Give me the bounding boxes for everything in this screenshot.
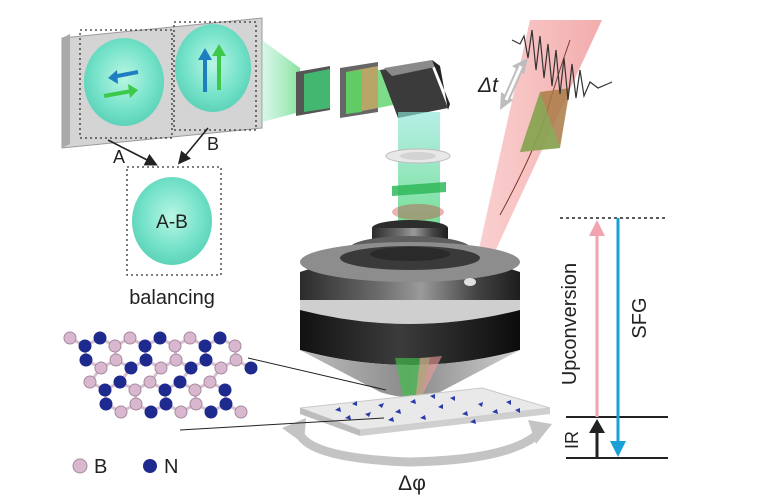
boron-atom	[228, 339, 242, 353]
nitrogen-atom	[99, 397, 113, 411]
nitrogen-atom	[244, 361, 258, 375]
energy-level-diagram	[560, 217, 668, 459]
roi-a-frame	[79, 29, 173, 139]
boron-atom	[188, 383, 202, 397]
leader-line-bottom	[179, 417, 385, 431]
boron-atom	[114, 405, 128, 419]
boron-atom-icon	[72, 458, 88, 474]
balanced-spot	[132, 177, 212, 265]
vertical-beam	[398, 112, 440, 230]
boron-atom	[143, 375, 157, 389]
boron-atom	[129, 397, 143, 411]
sample-plate	[299, 387, 551, 436]
nitrogen-atom	[204, 405, 218, 419]
ir-pulse-waveform	[511, 29, 613, 101]
nitrogen-atom	[159, 397, 173, 411]
sfg-label: SFG	[629, 297, 651, 338]
beam-to-detector	[262, 40, 300, 122]
nitrogen-atom	[138, 339, 152, 353]
boron-atom	[128, 383, 142, 397]
beam-spot-b	[175, 24, 251, 112]
nitrogen-atom-icon	[143, 459, 157, 473]
steering-mirror	[380, 60, 450, 118]
difference-label: A-B	[156, 212, 188, 233]
lens-2	[392, 204, 444, 220]
boron-atom	[189, 397, 203, 411]
sample-flakes	[335, 394, 520, 424]
delay-arrow-icon	[500, 58, 528, 110]
boron-atom	[83, 375, 97, 389]
rotation-arrow-icon	[282, 418, 552, 467]
nitrogen-atom	[199, 353, 213, 367]
ir-label: IR	[562, 431, 582, 449]
filter-plate	[392, 182, 446, 196]
polarizer-prism-2	[340, 62, 378, 118]
nitrogen-atom	[198, 339, 212, 353]
nitrogen-atom	[144, 405, 158, 419]
beam-spot-a	[84, 38, 164, 126]
horizontal-polarization-arrows-icon	[103, 70, 139, 98]
boron-atom	[94, 361, 108, 375]
boron-atom	[154, 361, 168, 375]
nitrogen-atom	[98, 383, 112, 397]
legend-nitrogen: N	[164, 456, 178, 478]
nitrogen-atom	[124, 361, 138, 375]
nitrogen-atom	[218, 383, 232, 397]
leader-line-top	[247, 357, 387, 391]
boron-atom	[63, 331, 77, 345]
boron-atom	[169, 353, 183, 367]
nitrogen-atom	[139, 353, 153, 367]
boron-atom	[234, 405, 248, 419]
legend-boron: B	[94, 456, 107, 478]
label-a: A	[113, 147, 125, 167]
vertical-polarization-arrows-icon	[198, 44, 226, 92]
upconversion-label: Upconversion	[559, 263, 581, 385]
polarizer-prism-1	[296, 66, 330, 116]
nitrogen-atom	[113, 375, 127, 389]
roi-b-frame	[173, 21, 257, 131]
boron-atom	[109, 353, 123, 367]
nitrogen-atom	[158, 383, 172, 397]
difference-panel	[126, 166, 222, 276]
nitrogen-atom	[184, 361, 198, 375]
nitrogen-atom	[213, 331, 227, 345]
boron-atom	[123, 331, 137, 345]
boron-atom	[229, 353, 243, 367]
nitrogen-atom	[153, 331, 167, 345]
nitrogen-atom	[79, 353, 93, 367]
balancing-caption: balancing	[129, 287, 215, 309]
nitrogen-atom	[78, 339, 92, 353]
hbn-lattice	[63, 331, 258, 419]
lattice-legend: B N	[72, 456, 178, 478]
boron-atom	[168, 339, 182, 353]
ir-pulse-envelope	[520, 88, 570, 152]
boron-atom	[174, 405, 188, 419]
difference-arrows	[107, 127, 209, 166]
nitrogen-atom	[93, 331, 107, 345]
camera-detector	[61, 17, 263, 149]
nitrogen-atom	[219, 397, 233, 411]
label-b: B	[207, 134, 219, 154]
boron-atom	[183, 331, 197, 345]
boron-atom	[108, 339, 122, 353]
boron-atom	[214, 361, 228, 375]
boron-atom	[203, 375, 217, 389]
nitrogen-atom	[173, 375, 187, 389]
delay-label: Δt	[477, 74, 499, 97]
rotation-label: Δφ	[398, 472, 426, 495]
